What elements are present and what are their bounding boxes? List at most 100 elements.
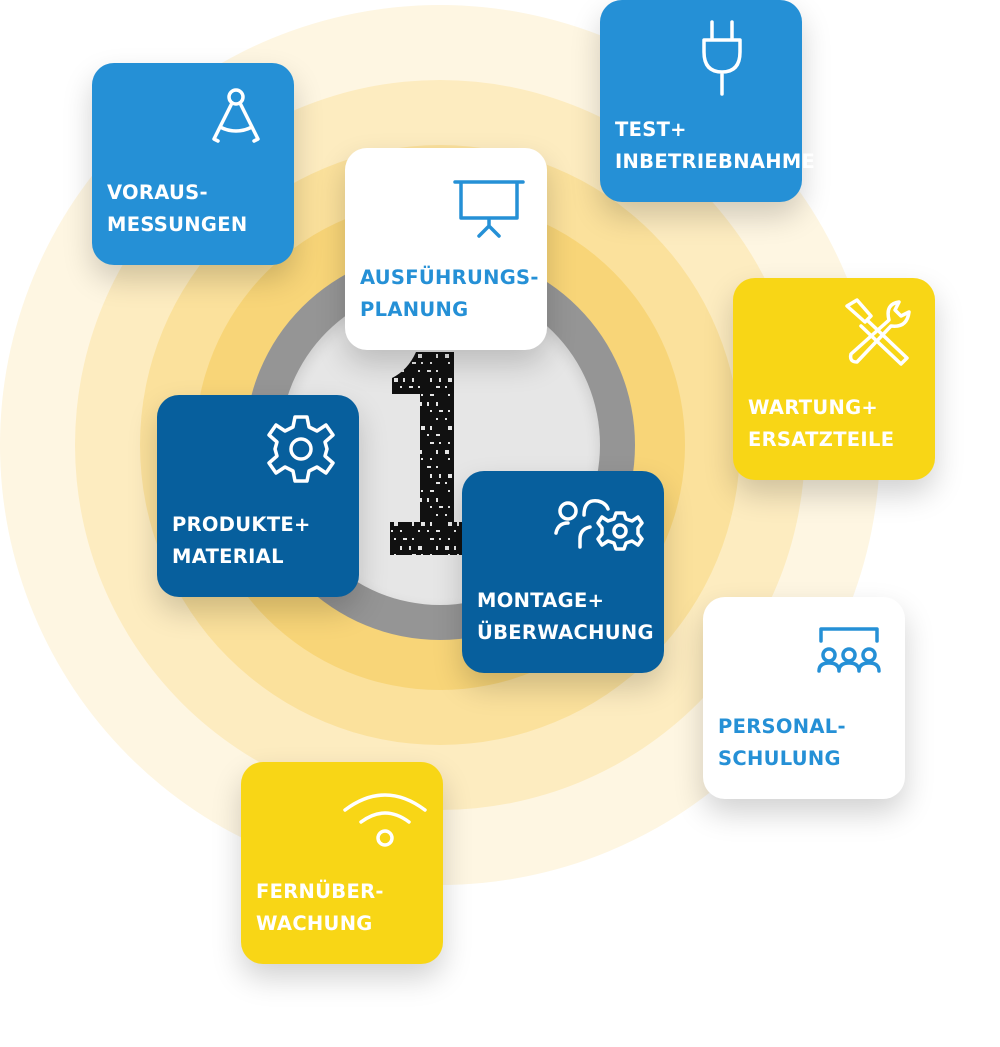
logo-texture-mark — [454, 402, 456, 406]
logo-texture-mark — [430, 474, 432, 478]
logo-texture-mark — [457, 554, 459, 555]
logo-texture-mark — [427, 466, 431, 468]
logo-texture-mark — [448, 554, 450, 555]
logo-texture-mark — [436, 482, 440, 484]
logo-texture-mark — [418, 546, 422, 550]
card-personalschulung[interactable]: PERSONAL-SCHULUNG — [703, 597, 905, 799]
logo-texture-mark — [412, 474, 414, 478]
logo-texture-mark — [448, 538, 450, 540]
logo-texture-mark — [409, 418, 411, 420]
logo-texture-mark — [430, 538, 434, 540]
logo-texture-mark — [448, 474, 452, 478]
logo-texture-mark — [418, 354, 422, 358]
card-label-line2: MESSUNGEN — [107, 213, 248, 236]
logo-texture-mark — [427, 434, 429, 436]
logo-texture-mark — [448, 394, 450, 396]
logo-texture-mark — [454, 450, 456, 454]
logo-texture-mark — [412, 458, 416, 460]
logo-texture-mark — [454, 498, 456, 502]
logo-texture-mark — [412, 538, 414, 540]
logo-texture-mark — [436, 546, 438, 550]
logo-texture-mark — [454, 370, 458, 372]
logo-texture-mark — [430, 410, 432, 412]
logo-texture-mark — [445, 418, 447, 420]
card-label-line1: VORAUS- — [107, 181, 208, 204]
card-wartung-ersatzteile[interactable]: WARTUNG+ERSATZTEILE — [733, 278, 935, 480]
logo-texture-mark — [391, 402, 395, 406]
logo-texture-mark — [394, 474, 398, 478]
logo-texture-mark — [430, 426, 432, 430]
logo-texture-mark — [457, 522, 459, 526]
logo-texture-mark — [409, 514, 411, 516]
logo-texture-mark — [409, 450, 411, 454]
logo-texture-mark — [421, 458, 423, 460]
card-ausfuehrungsplanung[interactable]: AUSFÜHRUNGS- PLANUNG — [345, 148, 547, 350]
logo-texture-mark — [439, 506, 443, 508]
logo-texture-mark — [436, 402, 438, 406]
card-label-line2: MATERIAL — [172, 545, 284, 568]
logo-texture-mark — [454, 354, 456, 358]
logo-texture-mark — [436, 418, 438, 420]
logo-texture-mark — [436, 386, 440, 388]
logo-texture-mark — [430, 442, 434, 444]
logo-texture-mark — [412, 442, 414, 444]
logo-texture-mark — [448, 410, 450, 412]
wifi-icon — [337, 776, 433, 856]
card-montage-ueberwachung[interactable]: MONTAGE+ ÜBERWACHUNG — [462, 471, 664, 673]
logo-texture-mark — [400, 546, 402, 550]
logo-texture-mark — [400, 434, 402, 436]
logo-texture-mark — [403, 506, 405, 508]
card-label-line1: MONTAGE+ — [477, 589, 605, 612]
card-label-line2: ÜBERWACHUNG — [477, 621, 654, 644]
logo-texture-mark — [457, 394, 461, 396]
users-gear-icon — [554, 485, 650, 565]
logo-texture-mark — [391, 466, 393, 468]
card-label-line2: INBETRIEBNAHME — [615, 150, 816, 173]
card-test-inbetriebnahme[interactable]: TEST+INBETRIEBNAHME — [600, 0, 815, 202]
logo-texture-mark — [409, 354, 411, 358]
logo-texture-mark — [448, 490, 450, 492]
logo-texture-mark — [454, 466, 458, 468]
logo-texture-mark — [454, 434, 456, 436]
logo-texture-mark — [394, 410, 396, 412]
logo-texture-mark — [400, 370, 404, 372]
logo-texture-mark — [394, 538, 396, 540]
logo-texture-mark — [439, 474, 441, 478]
card-vorausmessungen[interactable]: VORAUS- MESSUNGEN — [92, 63, 294, 265]
logo-texture-mark — [454, 418, 458, 420]
logo-texture-mark — [436, 450, 438, 454]
logo-texture-mark — [403, 442, 407, 444]
logo-texture-mark — [394, 506, 396, 508]
logo-texture-mark — [412, 506, 416, 508]
card-label-line1: AUSFÜHRUNGS- — [360, 266, 539, 289]
logo-texture-mark — [400, 514, 404, 516]
card-produkte-material[interactable]: PRODUKTE+MATERIAL — [157, 395, 359, 597]
logo-texture-mark — [391, 498, 395, 502]
logo-texture-mark — [421, 522, 425, 526]
logo-texture-mark — [436, 354, 438, 358]
logo-texture-mark — [400, 418, 404, 420]
tools-icon — [837, 292, 917, 372]
logo-texture-mark — [418, 466, 420, 468]
card-label-line2: PLANUNG — [360, 298, 469, 321]
logo-texture-mark — [427, 530, 429, 532]
presentation-screen-icon — [449, 162, 529, 242]
logo-texture-mark — [409, 386, 413, 388]
card-label-line1: WARTUNG+ — [748, 396, 879, 419]
classroom-icon — [807, 611, 887, 691]
logo-texture-mark — [409, 546, 411, 550]
logo-texture-mark — [445, 546, 449, 550]
logo-texture-mark — [403, 538, 407, 540]
logo-texture-mark — [448, 442, 450, 444]
logo-texture-mark — [436, 530, 440, 532]
card-fernueberwachung[interactable]: FERNÜBER-WACHUNG — [241, 762, 443, 964]
logo-texture-mark — [454, 546, 456, 550]
logo-texture-mark — [412, 490, 414, 492]
logo-texture-mark — [400, 482, 402, 484]
logo-texture-mark — [436, 370, 438, 372]
logo-texture-mark — [403, 474, 405, 478]
logo-texture-mark — [400, 354, 402, 358]
logo-texture-mark — [445, 514, 447, 516]
logo-texture-mark — [400, 402, 402, 406]
logo-texture-mark — [409, 482, 413, 484]
